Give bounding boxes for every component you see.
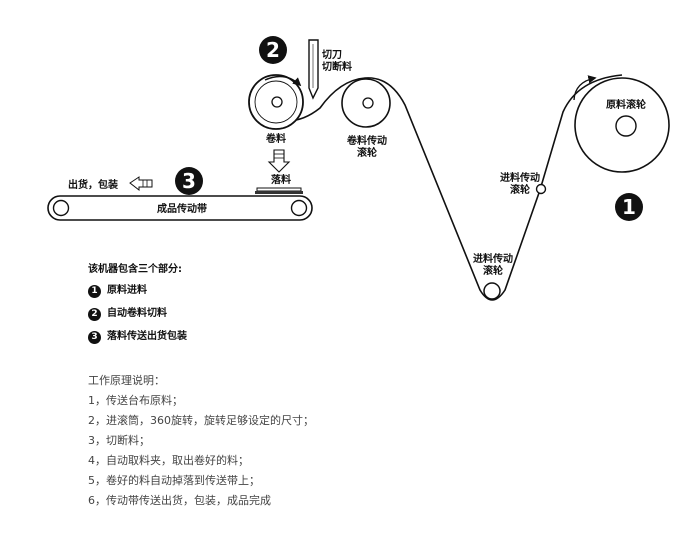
svg-text:2: 2	[266, 38, 280, 62]
badge-2: 2	[259, 36, 287, 64]
svg-text:进料传动: 进料传动	[500, 171, 540, 184]
rolled-product	[255, 187, 303, 194]
principle-title: 工作原理说明：	[88, 374, 165, 387]
svg-text:切断料: 切断料	[322, 60, 352, 73]
legend-item: 1 原料进料	[88, 284, 187, 298]
badge-3: 3	[175, 167, 203, 195]
conveyor-label: 成品传动带	[157, 202, 207, 215]
drop-arrow: 落料	[267, 149, 291, 186]
badge-1: 1	[615, 193, 643, 221]
principle-step: 3，切断料；	[88, 434, 150, 447]
parts-legend: 该机器包含三个部分: 1 原料进料 2 自动卷料切料 3 落料传送出货包装	[88, 264, 187, 354]
legend-text: 原料进料	[107, 285, 147, 296]
shipping-arrow: 出货，包装	[68, 176, 153, 192]
svg-text:卷料: 卷料	[265, 132, 286, 145]
principle-step: 2，进滚筒，360旋转，旋转足够设定的尺寸；	[88, 414, 314, 427]
svg-text:滚轮: 滚轮	[357, 146, 377, 159]
legend-item: 3 落料传送出货包装	[88, 330, 187, 344]
legend-text: 自动卷料切料	[107, 308, 167, 319]
finished-conveyor: 成品传动带	[47, 195, 313, 221]
principle-step: 5，卷好的料自动掉落到传送带上；	[88, 474, 260, 487]
svg-text:3: 3	[182, 169, 196, 193]
rotation-arrow	[264, 75, 302, 87]
legend-title: 该机器包含三个部分:	[88, 264, 182, 275]
principle-step: 4，自动取料夹，取出卷好的料；	[88, 454, 249, 467]
legend-number: 1	[88, 284, 101, 298]
feed-drive-roller-upper: 进料传动 滚轮	[500, 171, 547, 196]
svg-text:进料传动: 进料传动	[473, 252, 513, 265]
rotation-arrow	[573, 75, 597, 101]
raw-roller-label: 原料滚轮	[606, 98, 646, 111]
working-principle: 工作原理说明： 1，传送台布原料； 2，进滚筒，360旋转，旋转足够设定的尺寸；…	[88, 371, 314, 511]
svg-text:切刀: 切刀	[322, 49, 342, 61]
legend-number: 2	[88, 307, 101, 321]
cutter-blade: 切刀 切断料	[308, 39, 352, 100]
legend-text: 落料传送出货包装	[107, 331, 187, 342]
material-path	[279, 74, 623, 301]
roll-drive-roller: 卷料传动 滚轮	[341, 78, 391, 159]
svg-text:落料: 落料	[271, 173, 291, 186]
svg-text:滚轮: 滚轮	[483, 264, 503, 277]
principle-step: 6，传动带传送出货，包装，成品完成	[88, 494, 271, 507]
svg-text:滚轮: 滚轮	[510, 183, 530, 196]
legend-number: 3	[88, 330, 101, 344]
feed-drive-roller-lower: 进料传动 滚轮	[473, 252, 513, 300]
raw-material-roller: 原料滚轮	[574, 77, 670, 173]
svg-text:卷料传动: 卷料传动	[346, 134, 387, 147]
rolling-drum: 卷料	[248, 74, 304, 145]
legend-item: 2 自动卷料切料	[88, 307, 187, 321]
ship-label: 出货，包装	[68, 178, 118, 191]
principle-step: 1，传送台布原料；	[88, 394, 183, 407]
svg-text:1: 1	[622, 195, 636, 219]
